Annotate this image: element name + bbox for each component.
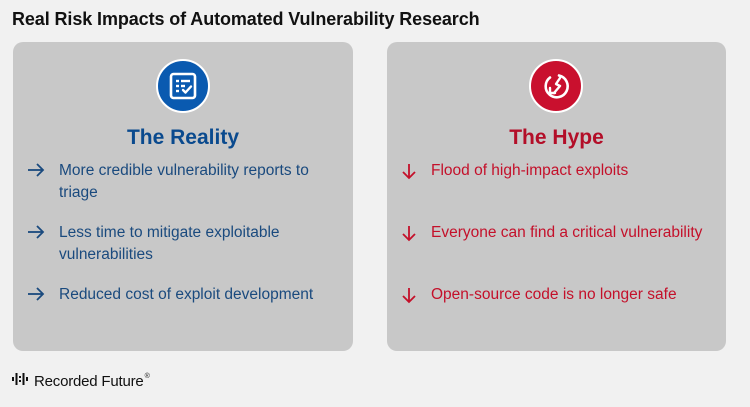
reality-item-text: Reduced cost of exploit development — [59, 286, 314, 303]
hype-card: The Hype Flood of high-impact exploits E… — [387, 42, 726, 351]
arrow-down-icon — [401, 222, 431, 247]
reality-card: The Reality More credible vulnerability … — [13, 42, 353, 351]
reality-item: Reduced cost of exploit development — [27, 284, 343, 307]
hype-item: Flood of high-impact exploits — [401, 160, 716, 185]
trademark-symbol: ® — [144, 373, 150, 380]
arrow-down-icon — [401, 284, 431, 309]
arrow-down-icon — [401, 160, 431, 185]
brand-name: Recorded Future® — [34, 373, 150, 390]
broken-circle-arrow-icon — [529, 59, 583, 113]
hype-item-text: Flood of high-impact exploits — [431, 162, 629, 179]
footer-brand: Recorded Future® — [12, 371, 150, 392]
reality-item-text: More credible vulnerability reports to t… — [59, 162, 309, 201]
arrow-right-icon — [27, 284, 59, 307]
hype-item-text: Open-source code is no longer safe — [431, 286, 677, 303]
arrow-right-icon — [27, 222, 59, 266]
reality-heading: The Reality — [126, 126, 240, 149]
reality-item: More credible vulnerability reports to t… — [27, 160, 343, 204]
reality-item: Less time to mitigate exploitable vulner… — [27, 222, 343, 266]
hype-item: Open-source code is no longer safe — [401, 284, 716, 309]
hype-item-text: Everyone can find a critical vulnerabili… — [431, 224, 703, 241]
recorded-future-logo-icon — [12, 371, 28, 392]
arrow-right-icon — [27, 160, 59, 204]
hype-heading: The Hype — [509, 126, 604, 149]
brand-name-text: Recorded Future — [34, 373, 144, 390]
checklist-icon — [156, 59, 210, 113]
hype-item: Everyone can find a critical vulnerabili… — [401, 222, 716, 247]
page-title: Real Risk Impacts of Automated Vulnerabi… — [12, 9, 480, 29]
reality-item-text: Less time to mitigate exploitable vulner… — [59, 224, 280, 263]
